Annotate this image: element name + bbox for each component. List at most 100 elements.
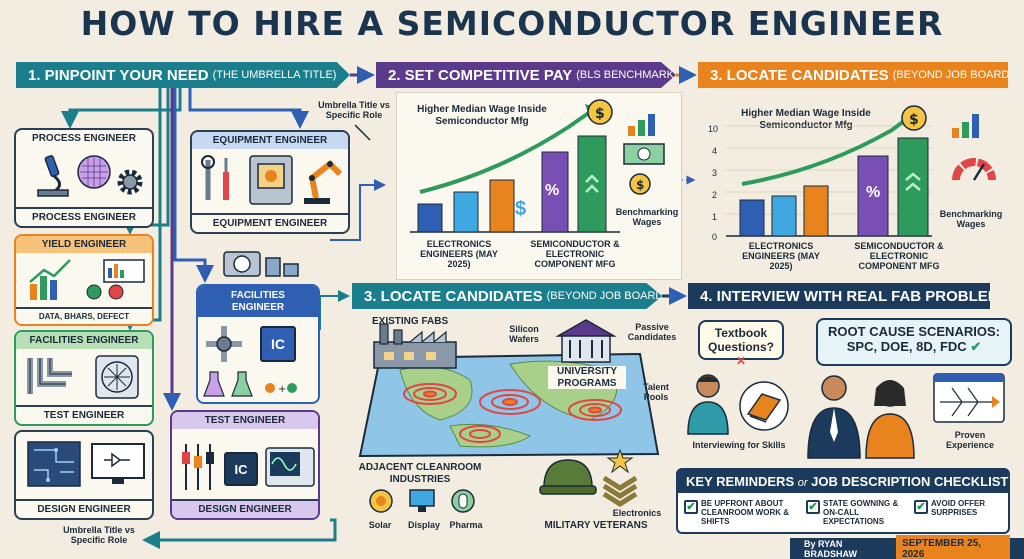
root-cause-items: SPC, DOE, 8D, FDC — [846, 339, 967, 354]
pay-category-1: ELECTRONICS ENGINEERS (MAY 2025) — [420, 239, 498, 269]
checkbox-icon: ✔ — [684, 500, 698, 514]
ytick-3: 3 — [712, 168, 718, 178]
pay-right-benchmarking: Benchmarking Wages — [939, 209, 1003, 229]
checklist-text-3: AVOID OFFER SURPRISES — [931, 499, 986, 517]
ytick-0: 0 — [712, 232, 718, 242]
footer-bar: By RYAN BRADSHAW SEPTEMBER 25, 2026 — [790, 534, 1024, 559]
pay-right-yaxis: 10 4 3 2 1 0 — [708, 124, 724, 242]
pipes-icon — [27, 358, 72, 394]
silicon-wafers-label: Silicon Wafers — [509, 324, 539, 345]
interviewers-icon — [807, 375, 915, 459]
electronics-label: Electronics — [612, 508, 662, 518]
solar-label: Solar — [368, 520, 392, 530]
process-engineer-title: PROCESS ENGINEER — [32, 133, 136, 144]
pay-right-headline: Higher Median Wage Inside Semiconductor … — [741, 108, 871, 131]
design-engineer-footer: DESIGN ENGINEER — [16, 499, 152, 518]
ytick-1: 1 — [712, 212, 718, 222]
pay-bars — [410, 104, 620, 233]
display-icon — [409, 489, 435, 512]
key-reminders-sub: JOB DESCRIPTION CHECKLIST — [811, 474, 1009, 489]
key-reminders-or: or — [797, 477, 808, 489]
step-3a-label: 3. LOCATE CANDIDATES — [710, 66, 889, 84]
oscilloscope-icon — [265, 447, 315, 487]
cleanroom-equipment-icon — [223, 251, 299, 277]
percent-sign-icon-2: % — [866, 184, 881, 201]
percent-sign-icon: % — [545, 182, 560, 199]
equipment-engineer-card: EQUIPMENT ENGINEER EQUIPMENT ENGINEER — [190, 130, 350, 234]
ic-chip-icon: IC — [260, 326, 296, 362]
root-cause-bubble: ROOT CAUSE SCENARIOS: SPC, DOE, 8D, FDC … — [816, 318, 1012, 366]
university-icon — [555, 319, 617, 363]
helmet-icon — [539, 459, 597, 495]
existing-fabs-label: EXISTING FABS — [372, 316, 449, 327]
university-label: UNIVERSITY PROGRAMS — [548, 366, 626, 389]
facilities-mid-title: FACILITIES ENGINEER — [198, 286, 318, 317]
tool-chamber-icon — [249, 155, 293, 205]
pay-benchmarking: Benchmarking Wages — [615, 207, 679, 227]
ytick-10: 10 — [708, 124, 719, 134]
checklist-text-2: STATE GOWNING & ON-CALL EXPECTATIONS — [823, 499, 899, 526]
step-4-label: 4. INTERVIEW WITH REAL FAB PROBLEMS — [700, 287, 990, 305]
step-3b-label: 3. LOCATE CANDIDATES — [364, 287, 543, 305]
test-engineer-card: TEST ENGINEER IC DESIGN ENGINEER — [170, 410, 320, 520]
root-cause-title: ROOT CAUSE SCENARIOS: — [828, 324, 1000, 339]
step-1-label: 1. PINPOINT YOUR NEED — [28, 66, 209, 84]
textbook-text: Textbook Questions? — [707, 326, 774, 354]
design-engineer-card: DESIGN ENGINEER — [14, 430, 154, 520]
process-engineer-footer: PROCESS ENGINEER — [16, 207, 152, 226]
textbook-bubble: Textbook Questions? ✕ — [698, 320, 784, 368]
key-reminders-panel: KEY REMINDERS or JOB DESCRIPTION CHECKLI… — [676, 468, 1010, 534]
svg-text:$: $ — [636, 178, 644, 192]
step-2-label: 2. SET COMPETITIVE PAY — [388, 66, 573, 84]
yield-chart-icon — [29, 259, 71, 300]
step-3a-sub: (BEYOND JOB BOARDS) — [892, 69, 1008, 81]
step-4-banner: 4. INTERVIEW WITH REAL FAB PROBLEMS — [688, 283, 990, 309]
facilities-left-footer: TEST ENGINEER — [16, 405, 152, 424]
step-2-banner: 2. SET COMPETITIVE PAY (BLS BENCHMARKS) — [376, 62, 676, 88]
pharma-icon — [451, 489, 475, 513]
yield-engineer-footer: DATA, BHARS, DEFECT — [16, 307, 152, 324]
pay-category-2: SEMICONDUCTOR & ELECTRONIC COMPONENT MFG — [530, 239, 620, 269]
checklist-item-1[interactable]: ✔ BE UPFRONT ABOUT CLEANROOM WORK & SHIF… — [684, 499, 802, 526]
fan-unit-icon — [95, 355, 139, 399]
x-mark-icon: ✕ — [735, 354, 747, 368]
yield-engineer-card: YIELD ENGINEER DATA, BHARS, DEFECT — [14, 234, 154, 326]
coin-icon-2: $ — [901, 105, 927, 131]
wafer-icon — [77, 155, 111, 189]
step-3b-sub: (BEYOND JOB BOARDS) — [546, 290, 662, 302]
passive-candidates-label: Passive Candidates — [627, 322, 677, 343]
checklist-item-3[interactable]: ✔ AVOID OFFER SURPRISES — [914, 499, 1008, 518]
mini-bars-icon — [628, 114, 655, 136]
pharma-label: Pharma — [449, 520, 483, 530]
gauge-icon — [952, 158, 996, 181]
footer-author: By RYAN BRADSHAW — [804, 538, 857, 559]
checkbox-icon: ✔ — [914, 500, 928, 514]
step-3a-banner: 3. LOCATE CANDIDATES (BEYOND JOB BOARDS) — [698, 62, 1008, 88]
key-reminders-header: KEY REMINDERS or JOB DESCRIPTION CHECKLI… — [678, 470, 1008, 493]
footer-date: SEPTEMBER 25, 2026 — [896, 534, 1010, 559]
probes-icon — [182, 444, 214, 490]
check-icon: ✔ — [970, 339, 982, 354]
checklist-item-2[interactable]: ✔ STATE GOWNING & ON-CALL EXPECTATIONS — [806, 499, 910, 526]
sun-icon — [369, 489, 393, 513]
fishbone-diagram-icon — [933, 373, 1005, 423]
person-left-icon — [687, 374, 729, 435]
step-3b-banner: 3. LOCATE CANDIDATES (BEYOND JOB BOARDS) — [352, 283, 662, 309]
svg-text:$: $ — [595, 106, 605, 122]
checkbox-icon: ✔ — [806, 500, 820, 514]
factory-icon — [373, 323, 457, 369]
pay-right-category-1: ELECTRONICS ENGINEERS (MAY 2025) — [742, 241, 820, 271]
adjacent-industries-label: ADJACENT CLEANROOM INDUSTRIES — [358, 462, 482, 485]
pay-right-category-2: SEMICONDUCTOR & ELECTRONIC COMPONENT MFG — [854, 241, 944, 271]
coin-hand-icon: $ — [629, 173, 651, 195]
ic-chip-icon-2: IC — [224, 452, 258, 486]
microscope-icon — [37, 155, 69, 197]
checklist-text-1: BE UPFRONT ABOUT CLEANROOM WORK & SHIFTS — [701, 499, 789, 526]
flask-icon: + — [203, 371, 297, 397]
page-title: HOW TO HIRE A SEMICONDUCTOR ENGINEER — [80, 4, 944, 43]
umbrella-note-bottom: Umbrella Title vs Specific Role — [63, 525, 135, 546]
facilities-left-title: FACILITIES ENGINEER — [16, 332, 152, 349]
step-1-sub: (THE UMBRELLA TITLE) — [212, 69, 337, 81]
display-label: Display — [407, 520, 440, 530]
dashboard-icon — [86, 259, 145, 300]
